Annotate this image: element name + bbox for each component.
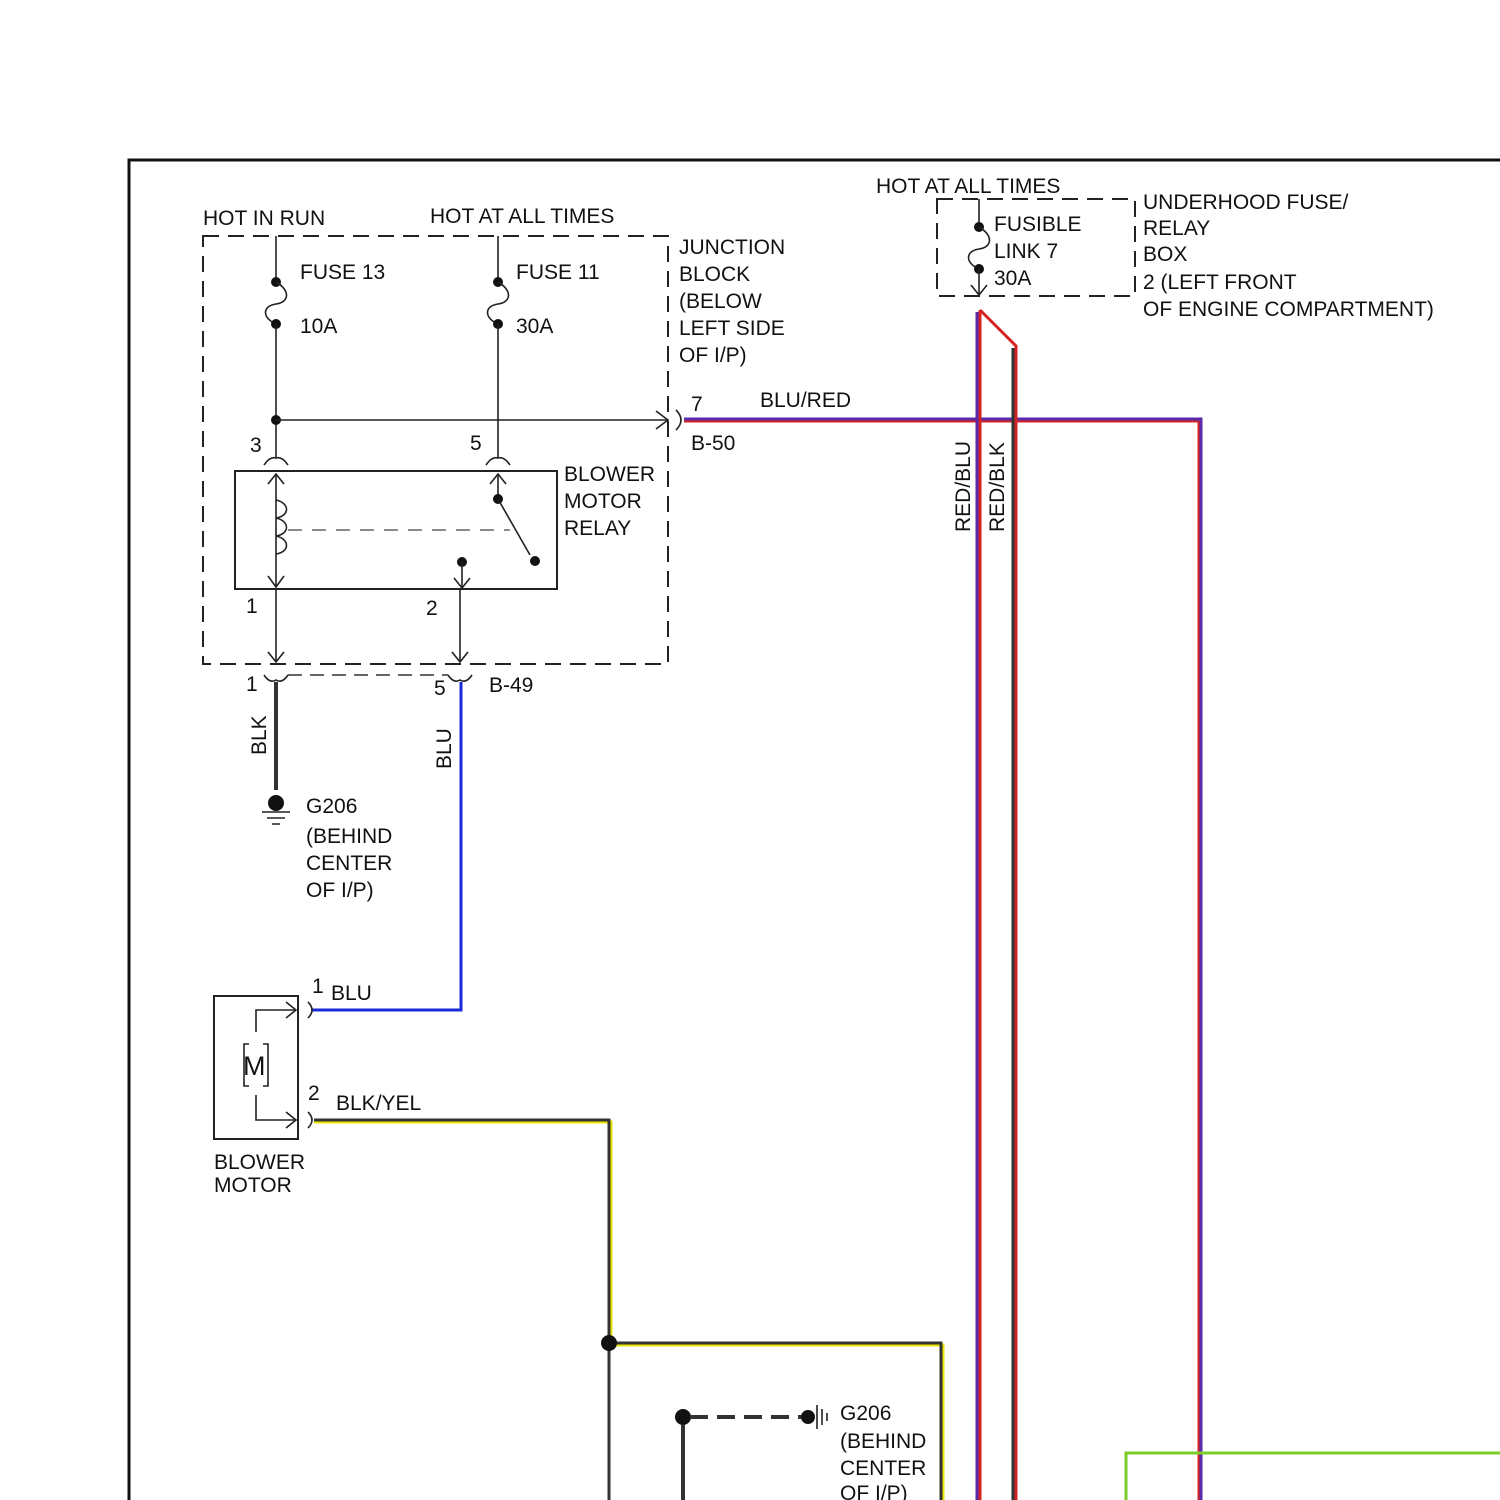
b49-pin-5: 5 [434, 677, 446, 700]
fusible-link-label-line1: FUSIBLE [994, 213, 1082, 236]
junction-block-label-line2: BLOCK [679, 263, 750, 286]
splice-blk-yel [601, 1335, 617, 1351]
motor-connector-2 [308, 1112, 312, 1128]
wire-label-red-blu: RED/BLU [952, 441, 975, 532]
label-fuse13-rating: 10A [300, 315, 337, 338]
ground-g206-top-line4: OF I/P) [306, 879, 374, 902]
ground-g206-bottom-splice [675, 1409, 691, 1425]
relay-pin-2: 2 [426, 597, 438, 620]
ground-g206-bottom-line2: (BEHIND [840, 1430, 926, 1453]
junction-block-label-line1: JUNCTION [679, 236, 785, 259]
motor-lead-bottom [256, 1095, 296, 1120]
label-fuse11-rating: 30A [516, 315, 553, 338]
ground-g206-top-line2: (BEHIND [306, 825, 392, 848]
ground-g206-bottom-line4: OF I/P) [840, 1482, 908, 1500]
underhood-label-line4: 2 (LEFT FRONT [1143, 271, 1297, 294]
fusible-link-label-line3: 30A [994, 267, 1031, 290]
wire-blu-red [684, 419, 1201, 1500]
wire-label-blu-vertical: BLU [433, 728, 456, 769]
relay-connector-3 [264, 458, 288, 465]
ground-symbol-bottom [817, 1405, 827, 1429]
ground-symbol-top [262, 812, 290, 824]
label-b49: B-49 [489, 674, 533, 697]
motor-pin-1: 1 [312, 975, 324, 998]
ground-g206-top-line3: CENTER [306, 852, 392, 875]
fusible-link-label-line2: LINK 7 [994, 240, 1058, 263]
junction-block-label-line5: OF I/P) [679, 344, 747, 367]
label-fuse13: FUSE 13 [300, 261, 385, 284]
underhood-label-line2: RELAY [1143, 217, 1210, 240]
blower-motor-label-line2: MOTOR [214, 1174, 292, 1197]
relay-coil-symbol [276, 500, 287, 554]
fusible-link-symbol [969, 227, 990, 269]
wire-blu-red-trace [684, 421, 1199, 1500]
b49-pin-1: 1 [246, 673, 258, 696]
fuse13-symbol [266, 282, 287, 324]
fuse11-symbol [488, 282, 509, 324]
wire-label-blu-red: BLU/RED [760, 389, 851, 412]
relay-label-line2: MOTOR [564, 490, 642, 513]
relay-switch-contact [530, 556, 540, 566]
motor-wire-label-blk-yel: BLK/YEL [336, 1092, 421, 1115]
ground-g206-bottom-line3: CENTER [840, 1457, 926, 1480]
motor-wire-label-blu: BLU [331, 982, 372, 1005]
label-hot-at-all-times-right: HOT AT ALL TIMES [876, 175, 1060, 198]
ground-g206-top-terminal [268, 795, 284, 811]
motor-connector-1 [308, 1002, 312, 1018]
b49-connector-1 [264, 675, 288, 681]
blower-motor-label-line1: BLOWER [214, 1151, 305, 1174]
label-hot-at-all-times-left: HOT AT ALL TIMES [430, 205, 614, 228]
motor-symbol: M [243, 1051, 266, 1081]
b50-pin-7: 7 [691, 393, 703, 416]
ground-g206-bottom-terminal [801, 1410, 815, 1424]
relay-label-line3: RELAY [564, 517, 631, 540]
b49-connector-5 [448, 675, 472, 681]
relay-pin-1: 1 [246, 595, 258, 618]
motor-lead-top [256, 1010, 296, 1032]
relay-label-line1: BLOWER [564, 463, 655, 486]
label-b50: B-50 [691, 432, 735, 455]
motor-pin-2: 2 [308, 1082, 320, 1105]
underhood-label-line1: UNDERHOOD FUSE/ [1143, 191, 1349, 214]
junction-block-label-line3: (BELOW [679, 290, 762, 313]
relay-connector-5 [486, 458, 510, 465]
underhood-label-line3: BOX [1143, 243, 1187, 266]
wire-label-red-blk: RED/BLK [986, 442, 1009, 532]
label-fuse11: FUSE 11 [516, 261, 600, 284]
relay-pin-3: 3 [250, 434, 262, 457]
wire-green [1126, 1453, 1500, 1500]
ground-g206-bottom-line1: G206 [840, 1402, 891, 1425]
b50-connector [676, 410, 681, 430]
wire-label-blk: BLK [248, 715, 271, 755]
ground-g206-top-line1: G206 [306, 795, 357, 818]
junction-block-label-line4: LEFT SIDE [679, 317, 785, 340]
relay-switch-arm [498, 499, 530, 555]
relay-pin-5: 5 [470, 432, 482, 455]
underhood-label-line5: OF ENGINE COMPARTMENT) [1143, 298, 1434, 321]
label-hot-in-run: HOT IN RUN [203, 207, 325, 230]
